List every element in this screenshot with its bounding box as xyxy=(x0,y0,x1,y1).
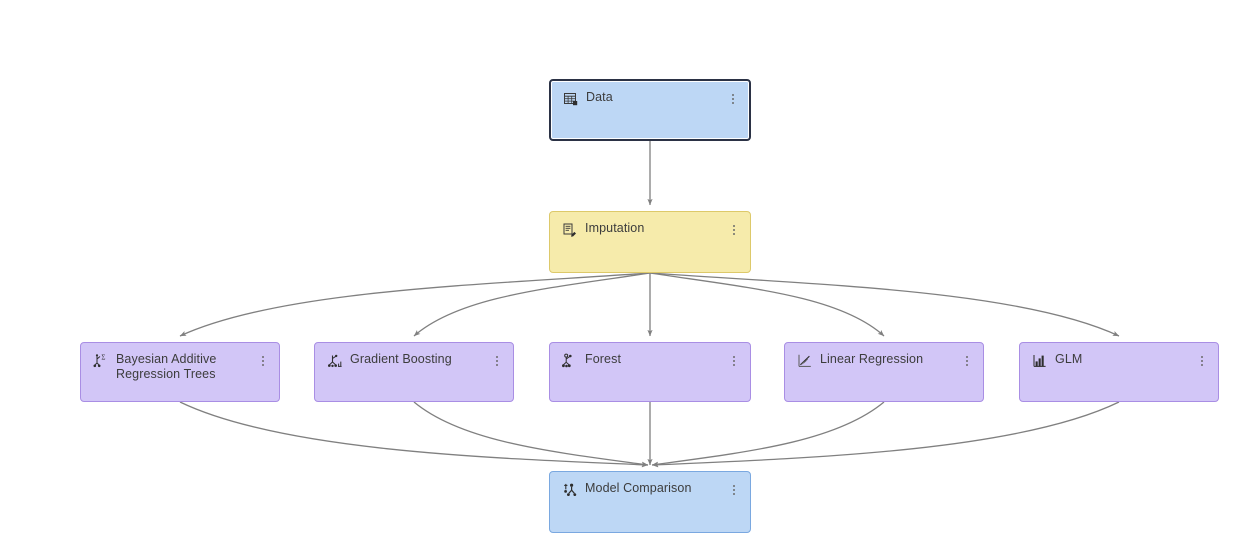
more-options-icon[interactable] xyxy=(1196,353,1208,369)
bayesian-tree-icon: Σ xyxy=(93,353,109,369)
node-gradient-boosting[interactable]: Gradient Boosting xyxy=(314,342,514,402)
more-options-icon[interactable] xyxy=(728,353,740,369)
node-header: Forest xyxy=(550,352,750,369)
forest-tree-icon xyxy=(562,353,578,369)
more-options-icon[interactable] xyxy=(961,353,973,369)
node-label: Data xyxy=(586,90,613,104)
node-header: Gradient Boosting xyxy=(315,352,513,369)
gradient-boosting-icon xyxy=(327,353,343,369)
node-forest[interactable]: Forest xyxy=(549,342,751,402)
node-label: Bayesian Additive Regression Trees xyxy=(116,352,217,381)
more-options-icon[interactable] xyxy=(727,91,739,107)
node-label: Gradient Boosting xyxy=(350,352,452,366)
more-options-icon[interactable] xyxy=(728,482,740,498)
more-options-icon[interactable] xyxy=(257,353,269,369)
node-label: GLM xyxy=(1055,352,1083,366)
node-header: Σ Bayesian Additive Regression Trees xyxy=(81,352,279,382)
document-edit-icon xyxy=(562,222,578,238)
node-bayesian-additive-regression-trees[interactable]: Σ Bayesian Additive Regression Trees xyxy=(80,342,280,402)
edge-imputation-to-gradient-boosting xyxy=(413,272,651,337)
node-label: Imputation xyxy=(585,221,645,235)
node-label: Forest xyxy=(585,352,622,366)
node-header: Data xyxy=(551,90,749,107)
edge-imputation-to-bart xyxy=(179,272,651,337)
edge-glm-to-model-comparison xyxy=(651,401,1120,468)
node-header: Linear Regression xyxy=(785,352,983,369)
edge-gradient-boosting-to-model-comparison xyxy=(413,401,649,467)
node-model-comparison[interactable]: Model Comparison xyxy=(549,471,751,533)
node-imputation[interactable]: Imputation xyxy=(549,211,751,273)
node-label: Model Comparison xyxy=(585,481,692,495)
more-options-icon[interactable] xyxy=(491,353,503,369)
scatter-trendline-icon xyxy=(797,353,813,369)
node-header: GLM xyxy=(1020,352,1218,369)
svg-text:Σ: Σ xyxy=(101,353,105,361)
node-header: Imputation xyxy=(550,221,750,238)
node-header: Model Comparison xyxy=(550,481,750,498)
edge-imputation-to-linear-regression xyxy=(649,272,885,337)
more-options-icon[interactable] xyxy=(728,222,740,238)
bar-chart-icon xyxy=(1032,353,1048,369)
node-glm[interactable]: GLM xyxy=(1019,342,1219,402)
node-label: Linear Regression xyxy=(820,352,924,366)
model-comparison-icon xyxy=(562,482,578,498)
node-linear-regression[interactable]: Linear Regression xyxy=(784,342,984,402)
edge-imputation-to-glm xyxy=(649,272,1120,337)
table-data-icon xyxy=(563,91,579,107)
node-data[interactable]: Data xyxy=(549,79,751,141)
edge-linear-regression-to-model-comparison xyxy=(651,401,885,467)
edge-bart-to-model-comparison xyxy=(179,401,649,468)
